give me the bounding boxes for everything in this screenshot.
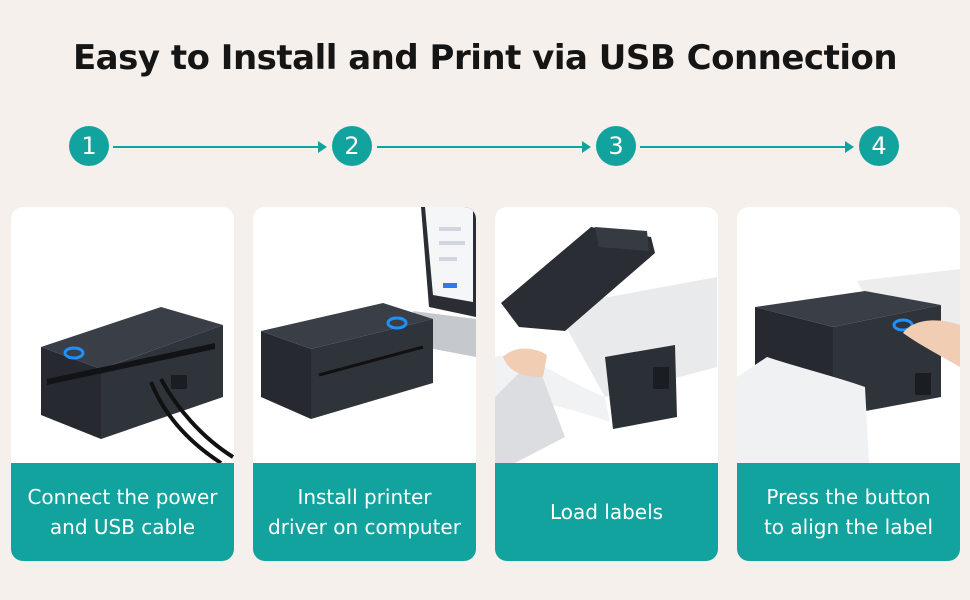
step-card-2: Install printer driver on computer [253,207,476,561]
step-card-3: Load labels [495,207,718,561]
step-caption-3: Load labels [495,463,718,561]
step-number-4: 4 [859,126,899,166]
printer-cable-photo [11,207,234,463]
page-title: Easy to Install and Print via USB Connec… [72,38,898,78]
step-number-2: 2 [332,126,372,166]
step-caption-2: Install printer driver on computer [253,463,476,561]
step-caption-4: Press the button to align the label [737,463,960,561]
step-progress: 1 2 3 4 [0,126,970,168]
loading-labels-photo [495,207,718,463]
arrow-right-icon [377,141,591,153]
step-caption-1: Connect the power and USB cable [11,463,234,561]
arrow-right-icon [113,141,327,153]
step-card-1: Connect the power and USB cable [11,207,234,561]
step-number-3: 3 [596,126,636,166]
step-number-1: 1 [69,126,109,166]
press-button-photo [737,207,960,463]
arrow-right-icon [640,141,854,153]
step-card-4: Press the button to align the label [737,207,960,561]
printer-laptop-photo [253,207,476,463]
